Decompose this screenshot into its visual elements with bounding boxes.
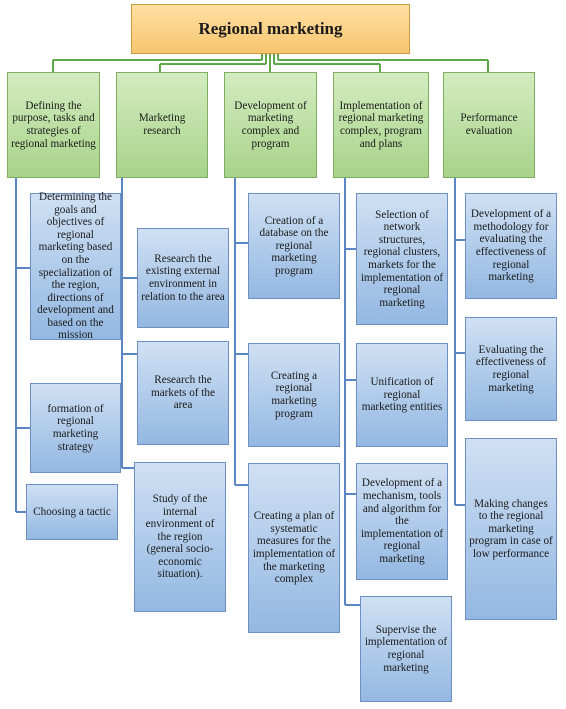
category-purpose: Defining the purpose, tasks and strategi… (7, 72, 100, 178)
item-research-internal: Study of the internal environment of the… (134, 462, 226, 612)
item-evaluation-methodology: Development of a methodology for evaluat… (465, 193, 557, 299)
item-purpose-strategy: formation of regional marketing strategy (30, 383, 121, 473)
item-development-program: Creating a regional marketing program (248, 343, 340, 447)
item-development-database: Creation of a database on the regional m… (248, 193, 340, 299)
item-purpose-tactic: Choosing a tactic (26, 484, 118, 540)
item-implementation-supervise: Supervise the implementation of regional… (360, 596, 452, 702)
category-research: Marketing research (116, 72, 208, 178)
item-evaluation-effectiveness: Evaluating the effectiveness of regional… (465, 317, 557, 421)
item-evaluation-changes: Making changes to the regional marketing… (465, 438, 557, 620)
category-evaluation: Performance evaluation (443, 72, 535, 178)
item-research-markets: Research the markets of the area (137, 341, 229, 445)
item-purpose-goals: Determining the goals and objectives of … (30, 191, 121, 341)
item-development-plan: Creating a plan of systematic measures f… (248, 463, 340, 633)
item-implementation-selection: Selection of network structures, regiona… (356, 193, 448, 325)
item-implementation-mechanism: Development of a mechanism, tools and al… (356, 463, 448, 580)
item-research-external: Research the existing external environme… (137, 228, 229, 328)
category-development: Development of marketing complex and pro… (224, 72, 317, 178)
category-implementation: Implementation of regional marketing com… (333, 72, 429, 178)
item-implementation-unification: Unification of regional marketing entiti… (356, 343, 448, 447)
root-box: Regional marketing (131, 4, 410, 54)
